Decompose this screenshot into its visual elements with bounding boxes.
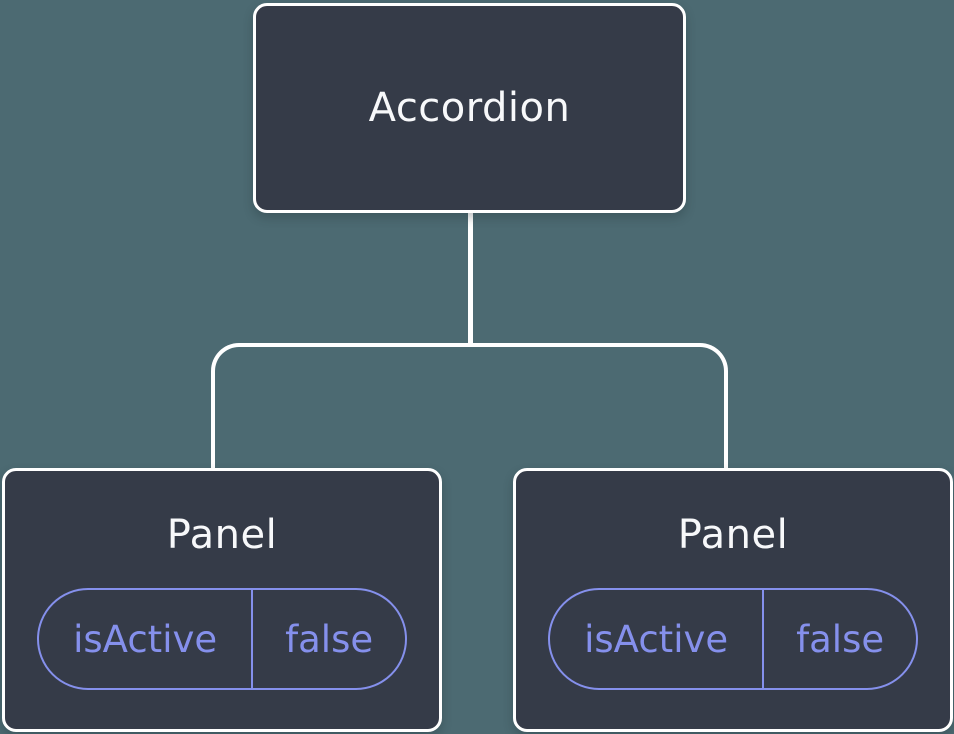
prop-name-label: isActive: [73, 617, 218, 661]
prop-value-label: false: [251, 590, 405, 688]
node-panel-right: Panel isActive false: [513, 468, 953, 732]
prop-value-label: false: [762, 590, 916, 688]
prop-pill: isActive false: [548, 588, 918, 690]
panel-node-label: Panel: [166, 512, 278, 558]
panel-node-label: Panel: [677, 512, 789, 558]
node-panel-left: Panel isActive false: [2, 468, 442, 732]
node-accordion: Accordion: [253, 3, 686, 213]
prop-pill: isActive false: [37, 588, 407, 690]
connector-stem-line: [468, 211, 473, 347]
accordion-node-label: Accordion: [368, 85, 571, 131]
prop-name-label: isActive: [584, 617, 729, 661]
connector-branch-line: [211, 343, 728, 470]
